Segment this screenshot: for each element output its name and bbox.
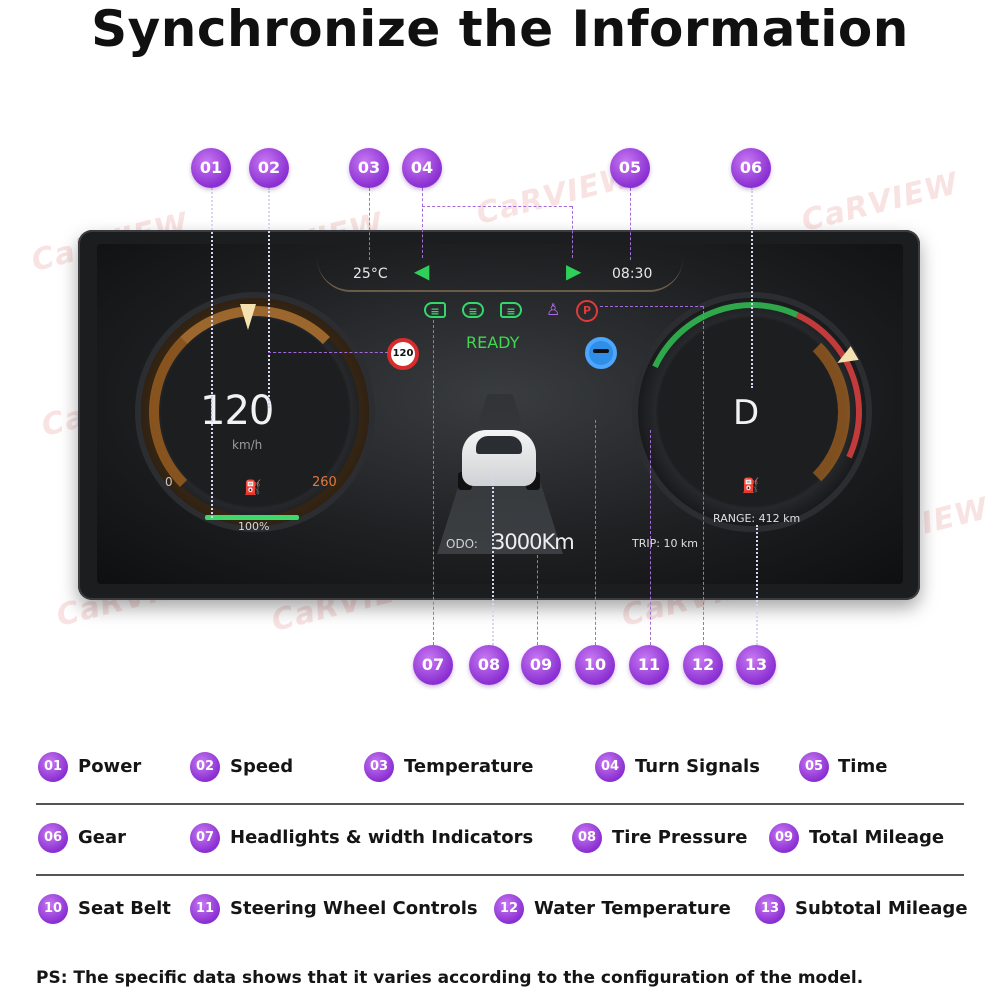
- callout-line: [422, 188, 423, 258]
- charge-icon: ⛽: [244, 480, 262, 496]
- legend-label-seat-belt: Seat Belt: [78, 898, 171, 919]
- callout-line: [211, 188, 213, 518]
- legend-label-gear: Gear: [78, 827, 127, 848]
- legend-badge: 05: [799, 752, 829, 782]
- callout-badge: 12: [683, 645, 723, 685]
- speed-needle-icon: [240, 304, 256, 330]
- callout-line: [630, 188, 631, 260]
- seat-belt-icon: ♙: [546, 300, 561, 319]
- callout-line: [600, 306, 703, 307]
- callout-badge: 02: [249, 148, 289, 188]
- callout-badge: 06: [731, 148, 771, 188]
- callout-line: [537, 555, 538, 645]
- legend-badge: 02: [190, 752, 220, 782]
- callout-line: [650, 430, 651, 645]
- ready-status: READY: [466, 333, 520, 352]
- speed-unit: km/h: [232, 438, 263, 452]
- callout-line: [433, 320, 434, 645]
- legend-badge: 01: [38, 752, 68, 782]
- car-graphic: [458, 422, 540, 494]
- callout-badge: 07: [413, 645, 453, 685]
- legend-label-total-mileage: Total Mileage: [809, 827, 945, 848]
- callout-badge: 13: [736, 645, 776, 685]
- callout-line: [751, 188, 753, 388]
- callout-line: [703, 306, 704, 645]
- turn-left-icon: ◀: [414, 259, 430, 283]
- power-level-bar: [205, 515, 299, 520]
- callout-badge: 03: [349, 148, 389, 188]
- gear-readout: D: [733, 393, 760, 433]
- legend-badge: 03: [364, 752, 394, 782]
- legend-badge: 08: [572, 823, 602, 853]
- callout-line: [268, 352, 388, 353]
- callout-line: [492, 470, 494, 645]
- callout-badge: 05: [610, 148, 650, 188]
- legend-badge: 07: [190, 823, 220, 853]
- callout-line: [595, 420, 596, 645]
- callout-badge: 08: [469, 645, 509, 685]
- callout-line: [369, 188, 370, 260]
- width-indicator-icon: ≡: [462, 302, 484, 318]
- turn-right-icon: ▶: [566, 259, 582, 283]
- callout-line: [268, 188, 270, 408]
- speed-limit-sign: 120: [387, 338, 419, 370]
- legend-label-speed: Speed: [230, 756, 294, 777]
- legend-badge: 10: [38, 894, 68, 924]
- headlight-icon: ≡: [424, 302, 446, 318]
- callout-line: [572, 206, 573, 258]
- power-percent: 100%: [238, 520, 270, 533]
- callout-badge: 09: [521, 645, 561, 685]
- legend-label-water-temperature: Water Temperature: [534, 898, 731, 919]
- callout-badge: 01: [191, 148, 231, 188]
- legend-label-steering-wheel: Steering Wheel Controls: [230, 898, 478, 919]
- temperature-readout: 25°C: [353, 266, 388, 282]
- watermark: CaRVIEW: [798, 166, 963, 239]
- callout-badge: 10: [575, 645, 615, 685]
- callout-badge: 11: [629, 645, 669, 685]
- footnote: PS: The specific data shows that it vari…: [36, 968, 864, 988]
- callout-line: [422, 206, 572, 207]
- page-title: Synchronize the Information: [91, 0, 909, 58]
- legend-label-temperature: Temperature: [404, 756, 534, 777]
- legend-label-power: Power: [78, 756, 142, 777]
- legend-label-time: Time: [838, 756, 888, 777]
- odo-readout: 3000Km: [492, 530, 575, 554]
- range-readout: RANGE: 412 km: [713, 512, 801, 525]
- legend-divider: [36, 874, 964, 876]
- legend-label-tire-pressure: Tire Pressure: [612, 827, 748, 848]
- legend-label-turn-signals: Turn Signals: [635, 756, 760, 777]
- legend-badge: 09: [769, 823, 799, 853]
- legend-label-subtotal-mileage: Subtotal Mileage: [795, 898, 968, 919]
- odo-label: ODO:: [446, 537, 478, 551]
- callout-badge: 04: [402, 148, 442, 188]
- legend-badge: 04: [595, 752, 625, 782]
- time-readout: 08:30: [612, 266, 653, 282]
- charge-icon: ⛽: [742, 478, 760, 494]
- legend-badge: 13: [755, 894, 785, 924]
- gauge-min-label: 0: [165, 475, 173, 489]
- legend-label-headlights: Headlights & width Indicators: [230, 827, 534, 848]
- parking-brake-icon: P: [576, 300, 598, 322]
- gauge-max-label: 260: [312, 475, 337, 490]
- legend-badge: 11: [190, 894, 220, 924]
- steering-wheel-icon: [585, 337, 617, 369]
- high-beam-icon: ≡: [500, 302, 522, 318]
- legend-badge: 12: [494, 894, 524, 924]
- top-status-bar: [317, 258, 683, 292]
- callout-line: [756, 525, 758, 645]
- legend-badge: 06: [38, 823, 68, 853]
- trip-readout: TRIP: 10 km: [632, 537, 699, 550]
- legend-divider: [36, 803, 964, 805]
